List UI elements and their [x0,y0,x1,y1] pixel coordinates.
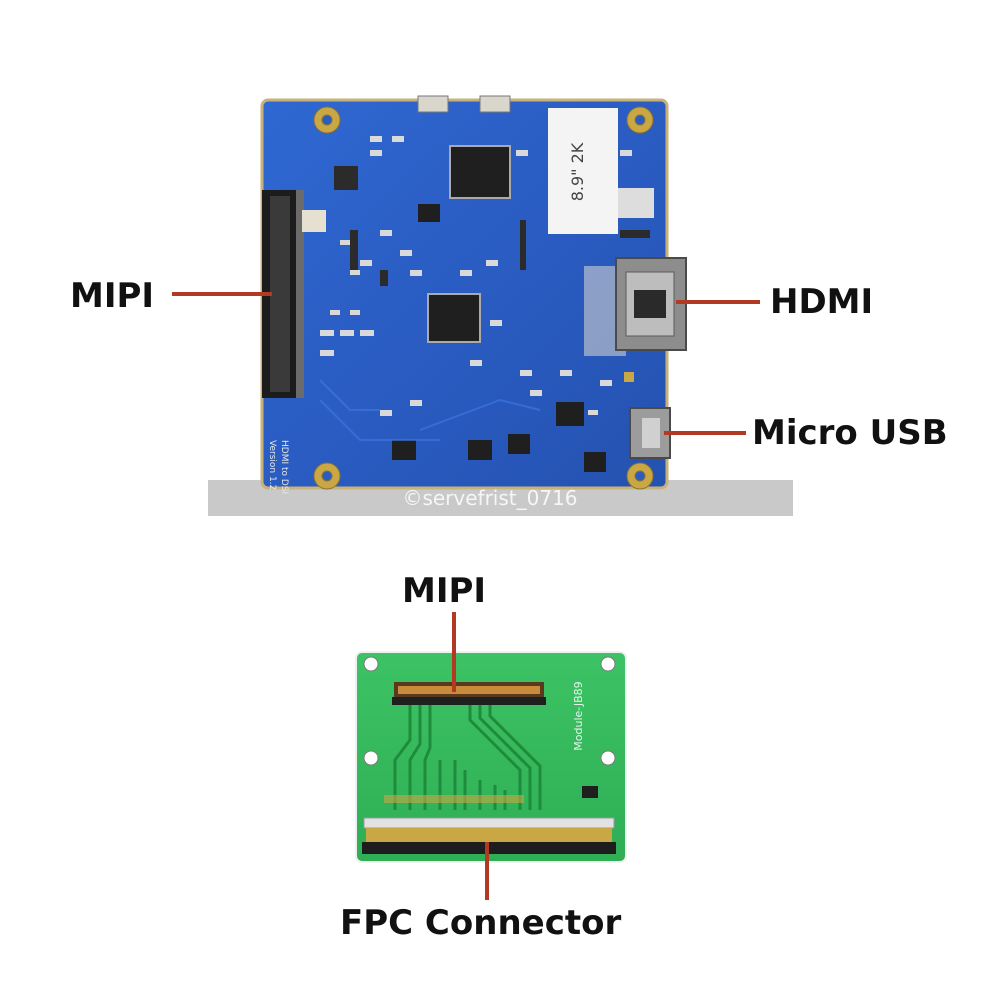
hdmi-port [584,257,687,356]
mipi-connector-bottom [392,682,546,705]
label-mipi-top: MIPI [70,276,155,316]
adapter-silkscreen: Module-JB89 [572,681,585,750]
leader-mipi-top [172,292,272,296]
label-sticker [548,108,618,234]
micro-usb-port [629,407,671,459]
leader-fpc [485,842,489,900]
sticker-text: 8.9" 2K [568,142,587,201]
watermark: ©servefrist_0716 [402,486,577,510]
leader-mipi-bottom [452,612,456,692]
fpc-connector [362,817,616,854]
edge-text-1: HDMI to DSI [279,440,289,494]
label-mipi-bottom: MIPI [402,571,487,611]
leader-micro-usb [664,431,746,435]
leader-hdmi [676,300,760,304]
mounting-holes [313,106,654,490]
label-fpc-connector: FPC Connector [340,903,622,943]
controller-board: 8.9" 2K [208,95,793,516]
label-micro-usb: Micro USB [752,413,948,453]
edge-text-2: Version 1.2 [267,440,277,490]
label-hdmi: HDMI [770,282,874,322]
